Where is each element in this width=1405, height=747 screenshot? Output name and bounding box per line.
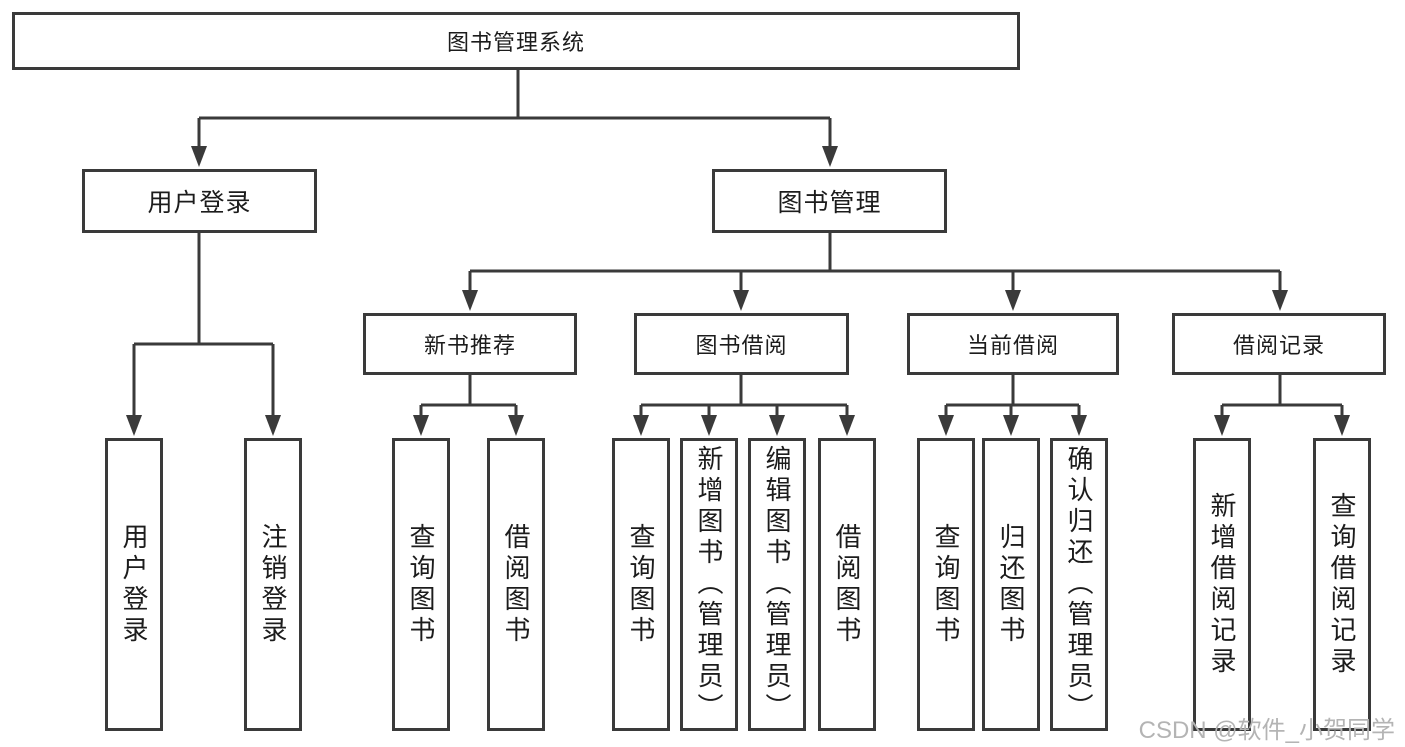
connector-book-mgmt-to-sections [462, 233, 1288, 311]
leaf-borrow-books: 借阅图书 [818, 438, 876, 731]
node-user-login-label: 用户登录 [147, 189, 252, 217]
connector-root-to-level2 [191, 70, 838, 167]
leaf-add-book-admin-label: 新增图书（管理员） [694, 445, 724, 724]
leaf-borrow-books-recommend-label: 借阅图书 [501, 522, 531, 647]
leaf-borrow-books-recommend: 借阅图书 [487, 438, 545, 731]
leaf-logout: 注销登录 [244, 438, 302, 731]
leaf-query-borrow-record: 查询借阅记录 [1313, 438, 1371, 731]
leaf-return-book-label: 归还图书 [996, 522, 1026, 647]
connector-book-borrow-to-leaves [633, 375, 855, 436]
leaf-return-book: 归还图书 [982, 438, 1040, 731]
node-current-borrow-label: 当前借阅 [966, 333, 1059, 358]
leaf-borrow-books-label: 借阅图书 [832, 522, 862, 647]
leaf-add-borrow-record: 新增借阅记录 [1193, 438, 1251, 731]
node-new-book-recommend-label: 新书推荐 [423, 333, 516, 358]
leaf-query-books-current: 查询图书 [917, 438, 975, 731]
leaf-add-book-admin: 新增图书（管理员） [680, 438, 738, 731]
leaf-edit-book-admin: 编辑图书（管理员） [748, 438, 806, 731]
node-borrow-records-label: 借阅记录 [1232, 333, 1325, 358]
node-book-borrow: 图书借阅 [634, 313, 849, 375]
leaf-query-books-recommend: 查询图书 [392, 438, 450, 731]
connector-current-borrow-to-leaves [938, 375, 1087, 436]
node-user-login: 用户登录 [82, 169, 317, 233]
leaf-query-books-borrow-label: 查询图书 [626, 522, 656, 647]
node-root-label: 图书管理系统 [446, 30, 585, 55]
leaf-confirm-return-admin-label: 确认归还（管理员） [1064, 445, 1094, 724]
leaf-logout-label: 注销登录 [258, 522, 288, 647]
leaf-query-books-current-label: 查询图书 [931, 522, 961, 647]
node-borrow-records: 借阅记录 [1172, 313, 1386, 375]
leaf-add-borrow-record-label: 新增借阅记录 [1207, 491, 1237, 678]
connector-new-book-to-leaves [413, 375, 524, 436]
node-book-borrow-label: 图书借阅 [695, 333, 788, 358]
node-new-book-recommend: 新书推荐 [363, 313, 577, 375]
connector-user-login-to-leaves [126, 233, 281, 436]
leaf-query-books-borrow: 查询图书 [612, 438, 670, 731]
connector-borrow-records-to-leaves [1214, 375, 1350, 436]
leaf-user-login: 用户登录 [105, 438, 163, 731]
leaf-query-borrow-record-label: 查询借阅记录 [1327, 491, 1357, 678]
node-book-mgmt-label: 图书管理 [777, 189, 882, 217]
leaf-user-login-label: 用户登录 [119, 522, 149, 647]
leaf-query-books-recommend-label: 查询图书 [406, 522, 436, 647]
leaf-confirm-return-admin: 确认归还（管理员） [1050, 438, 1108, 731]
node-current-borrow: 当前借阅 [907, 313, 1119, 375]
node-root-system: 图书管理系统 [12, 12, 1020, 70]
csdn-watermark: CSDN @软件_小贺同学 [1138, 717, 1395, 744]
node-book-mgmt: 图书管理 [712, 169, 947, 233]
leaf-edit-book-admin-label: 编辑图书（管理员） [762, 445, 792, 724]
